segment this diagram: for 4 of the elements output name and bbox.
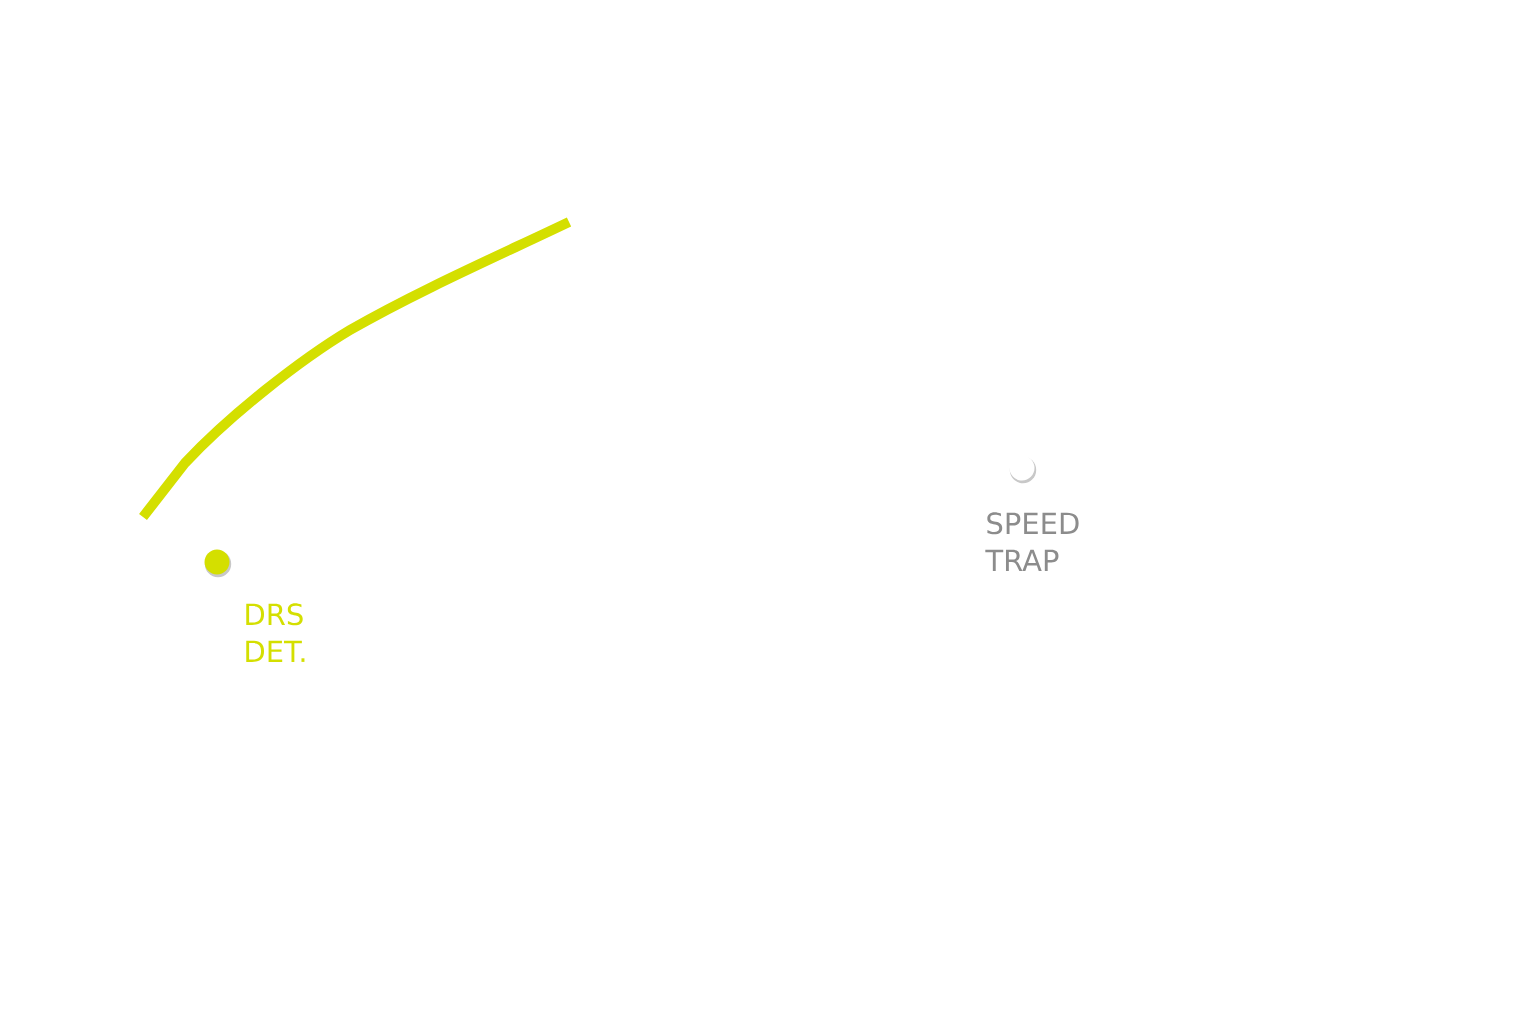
marker-label: DRS DET.	[246, 603, 305, 662]
marker-dot	[1009, 455, 1035, 481]
marker-label: SPEED TRAP	[985, 512, 1079, 571]
marker-dot	[204, 549, 230, 575]
